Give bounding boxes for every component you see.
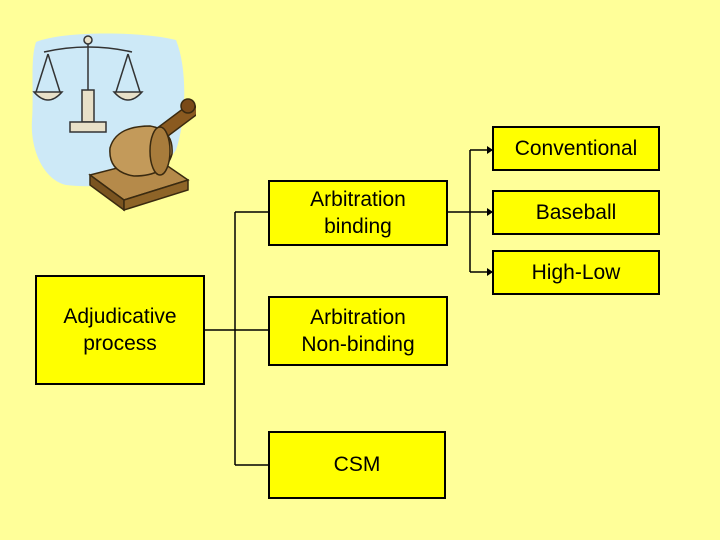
node-csm-label: CSM bbox=[333, 453, 381, 477]
node-arbitration-non-binding: Arbitration Non-binding bbox=[268, 296, 448, 366]
node-conventional-label: Conventional bbox=[514, 136, 638, 160]
node-adjudicative-process-label: Adjudicative process bbox=[63, 304, 177, 355]
node-csm: CSM bbox=[268, 431, 446, 499]
node-high-low: High-Low bbox=[492, 250, 660, 295]
node-high-low-label: High-Low bbox=[531, 260, 621, 284]
arrow-baseball bbox=[487, 208, 493, 216]
arrow-conventional bbox=[487, 146, 493, 154]
node-conventional: Conventional bbox=[492, 126, 660, 171]
node-baseball-label: Baseball bbox=[535, 200, 617, 224]
node-arbitration-non-binding-label: Arbitration Non-binding bbox=[301, 305, 415, 356]
scales-icon bbox=[32, 35, 144, 133]
arrow-high-low bbox=[487, 268, 493, 276]
gavel-icon bbox=[88, 98, 196, 212]
node-arbitration-binding: Arbitration binding bbox=[268, 180, 448, 246]
node-baseball: Baseball bbox=[492, 190, 660, 235]
scales-and-gavel-icon bbox=[31, 33, 196, 212]
node-arbitration-binding-label: Arbitration binding bbox=[310, 187, 406, 238]
node-adjudicative-process: Adjudicative process bbox=[35, 275, 205, 385]
